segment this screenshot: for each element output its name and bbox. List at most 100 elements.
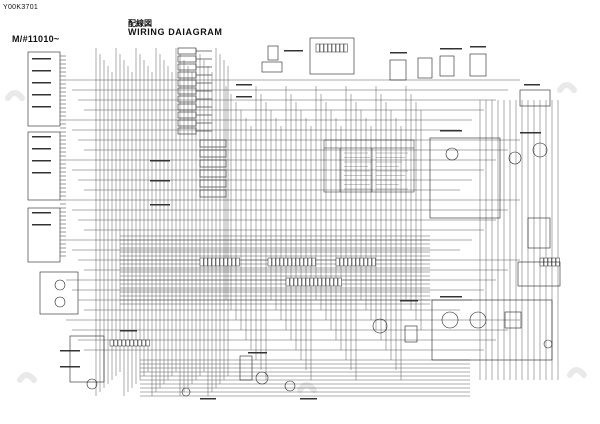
connector-pin <box>207 257 212 267</box>
label-mark <box>32 136 51 138</box>
connector-pin <box>303 257 308 267</box>
lower-module-box <box>27 207 61 263</box>
connector-pin <box>355 257 360 267</box>
top-switch-base <box>261 61 283 73</box>
connector-pin <box>227 257 232 267</box>
label-mark <box>440 48 462 50</box>
label-mark <box>150 204 170 206</box>
document-code: Y00K3701 <box>3 4 39 11</box>
central-table-rows <box>344 152 408 190</box>
label-mark <box>120 330 137 332</box>
top-connector-block <box>309 37 355 75</box>
connector-pin <box>219 257 224 267</box>
label-mark <box>400 300 418 302</box>
connector-pin <box>301 277 306 287</box>
label-mark <box>60 366 80 368</box>
battery-symbol <box>239 355 253 381</box>
terminal-symbol <box>543 339 553 349</box>
watermark-mark <box>297 382 317 393</box>
connector-pin <box>297 277 302 287</box>
central-table <box>323 139 415 193</box>
connector-pin <box>367 257 372 267</box>
top-switch <box>267 45 279 61</box>
connector-pin <box>339 257 344 267</box>
pump-motor-symbol <box>441 311 459 329</box>
title-english: WIRING DAIAGRAM <box>128 27 223 37</box>
label-mark <box>440 296 462 298</box>
connector-pin <box>117 339 122 347</box>
label-mark <box>32 172 51 174</box>
connector-pin <box>275 257 280 267</box>
connector-pin <box>319 43 324 53</box>
tiny-text-labels <box>32 46 541 400</box>
label-mark <box>32 82 51 84</box>
connector-pin <box>285 277 290 287</box>
sensor-box <box>389 59 407 81</box>
label-mark <box>390 52 407 54</box>
connector-pin <box>325 277 330 287</box>
label-mark <box>284 50 303 52</box>
connector-pin <box>109 339 114 347</box>
connector-pin <box>141 339 146 347</box>
relay <box>177 111 197 119</box>
label-mark <box>470 46 486 48</box>
relay <box>177 71 197 79</box>
relay <box>177 47 197 55</box>
connector-pin <box>137 339 142 347</box>
connector-pin <box>215 257 220 267</box>
label-mark <box>150 160 170 162</box>
right-top-box <box>519 89 551 107</box>
watermark-mark <box>17 372 37 383</box>
lower-right-frame <box>431 299 553 361</box>
lower-left-box <box>69 335 105 383</box>
connector-pin <box>359 257 364 267</box>
horn-symbol <box>372 318 388 334</box>
connector-pin <box>129 339 134 347</box>
label-mark <box>236 96 252 98</box>
connector-pin <box>293 277 298 287</box>
label-mark <box>32 148 51 150</box>
wire-bus <box>66 48 559 397</box>
sensor-box <box>469 53 487 77</box>
connector-pin <box>271 257 276 267</box>
pump-motor-symbol <box>469 311 487 329</box>
relay-block <box>177 47 227 198</box>
connector-rows <box>109 43 560 347</box>
relay <box>177 127 197 135</box>
relay <box>177 55 197 63</box>
relay <box>177 119 197 127</box>
lower-components <box>69 318 418 397</box>
connector-pin <box>313 277 318 287</box>
connector-pin <box>287 257 292 267</box>
connector-pin <box>315 43 320 53</box>
connector-pin <box>199 257 204 267</box>
ground-symbol <box>284 380 296 392</box>
connector-pin <box>223 257 228 267</box>
sensor-box <box>417 57 433 79</box>
connector-pin <box>203 257 208 267</box>
relay <box>177 103 197 111</box>
label-mark <box>248 352 267 354</box>
left-module-pins <box>60 55 66 257</box>
connector-pin <box>289 277 294 287</box>
label-mark <box>150 180 170 182</box>
connector-pin <box>351 257 356 267</box>
connector-pin <box>309 277 314 287</box>
middle-module-box <box>27 131 61 201</box>
connector-pin <box>363 257 368 267</box>
right-relay-box <box>527 217 551 249</box>
fuse-symbol <box>54 296 66 308</box>
connector-pin <box>323 43 328 53</box>
watermark <box>5 82 587 393</box>
connector-pin <box>347 257 352 267</box>
connector-pin <box>133 339 138 347</box>
connector-pin <box>321 277 326 287</box>
lower-left-ground <box>86 378 98 390</box>
fuse-box <box>39 271 79 315</box>
label-mark <box>300 398 317 400</box>
label-mark <box>200 398 216 400</box>
label-mark <box>32 70 51 72</box>
ground-symbol <box>181 387 191 397</box>
connector-pin <box>279 257 284 267</box>
label-mark <box>32 106 51 108</box>
